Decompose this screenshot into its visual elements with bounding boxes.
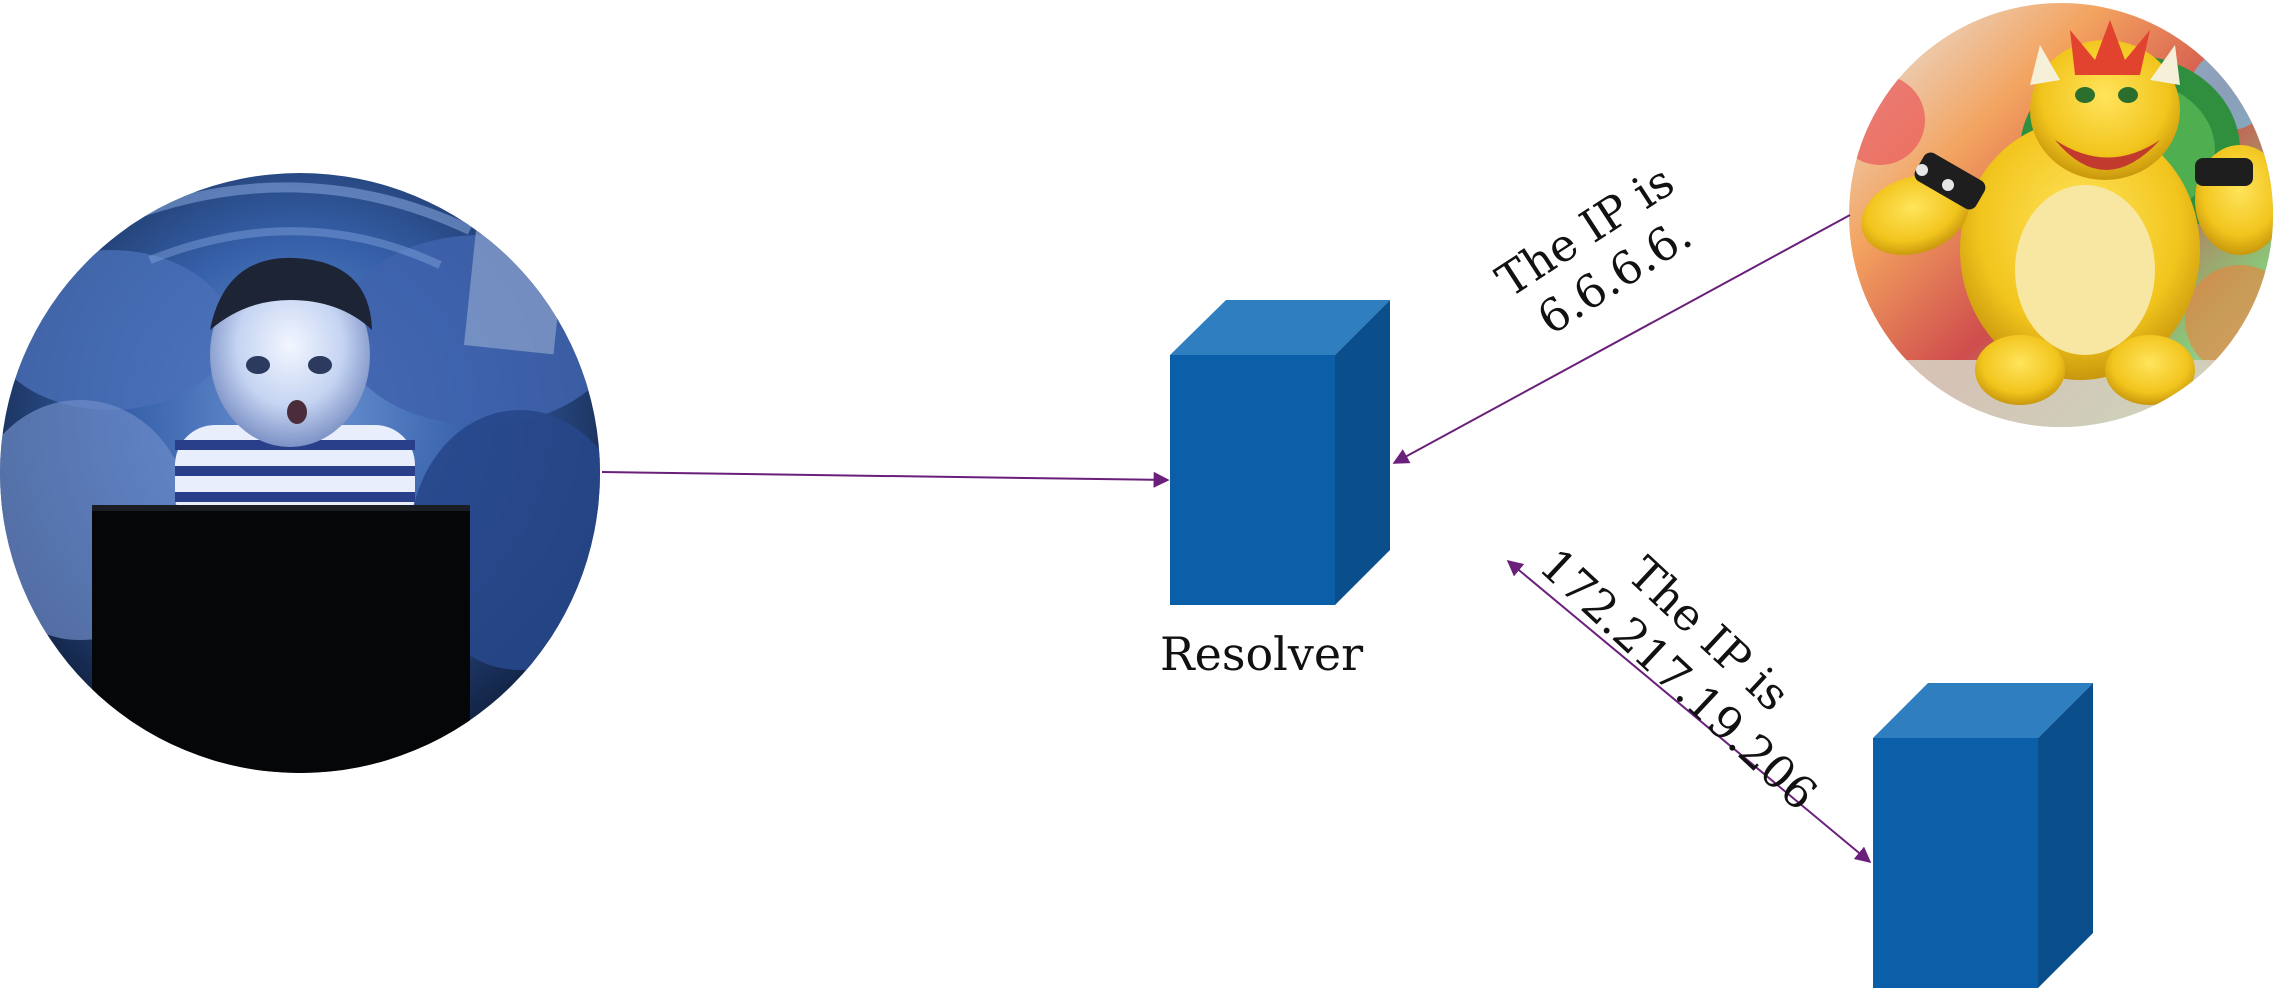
query-arrow <box>601 471 1170 488</box>
user-photo <box>0 173 600 773</box>
resolver-server-icon <box>1170 300 1390 605</box>
attacker-photo <box>1849 3 2273 427</box>
authoritative-exchange-arrow <box>1506 559 1872 864</box>
resolver-label: Resolver <box>1160 627 1364 681</box>
authoritative-server-icon <box>1873 683 2093 988</box>
spoofed-answer-arrow <box>1392 214 1851 464</box>
